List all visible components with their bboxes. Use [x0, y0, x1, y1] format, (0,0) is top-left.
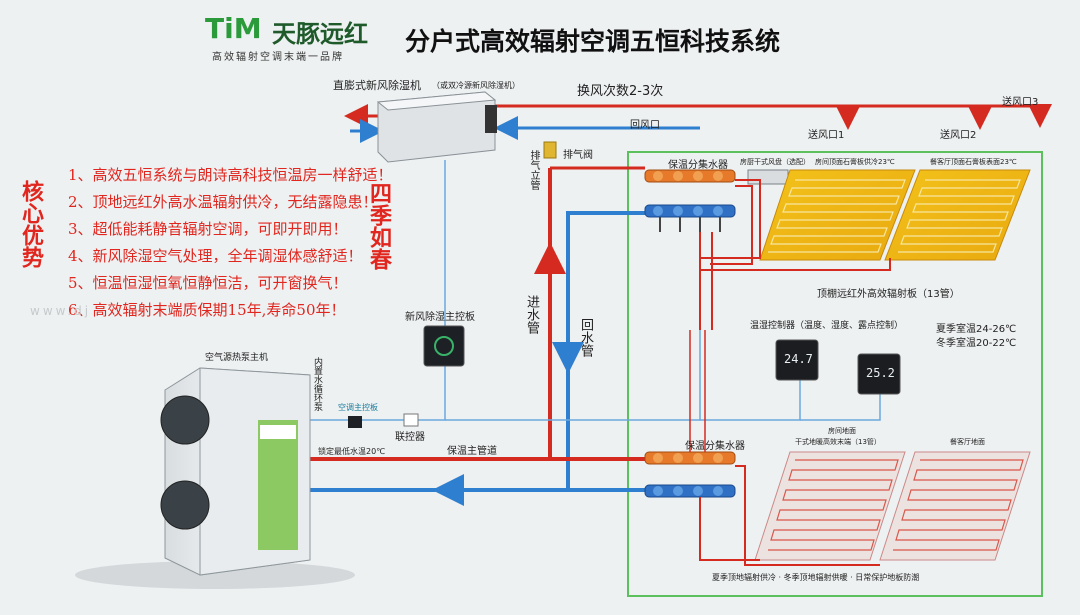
floor-room-label: 房间地面 — [828, 427, 856, 435]
fresh-air-unit-graphic — [376, 91, 497, 163]
ceiling-dining-label: 餐客厅顶面石膏板表面23℃ — [930, 158, 1017, 166]
winter-temp-label: 冬季室温20-22℃ — [936, 338, 1017, 349]
manifold-top-label: 保温分集水器 — [668, 160, 728, 171]
air-change-label: 换风次数2-3次 — [577, 84, 664, 99]
ceiling-room-label: 房间顶面石膏板供冷23℃ — [815, 158, 895, 166]
supply-vent-1-label: 送风口1 — [808, 130, 845, 141]
ac-controller-label: 空调主控板 — [338, 403, 378, 412]
ceiling-panel-label: 顶棚远红外高效辐射板（13管） — [817, 289, 960, 300]
benefit-item: 4、新风除湿空气处理，全年调湿体感舒适！ — [68, 247, 363, 265]
benefit-item: 6、高效辐射末端质保期15年,寿命50年！ — [68, 301, 346, 319]
benefit-item: 3、超低能耗静音辐射空调，可即开即用！ — [68, 220, 348, 238]
thermostat-label: 温湿控制器（温度、湿度、露点控制） — [750, 321, 904, 331]
exhaust-pipe-label: 排气立管 — [528, 150, 539, 190]
manifold-bottom-label: 保温分集水器 — [685, 441, 745, 452]
system-frame — [627, 151, 1043, 597]
benefit-item: 1、高效五恒系统与朗诗高科技恒温房一样舒适！ — [68, 166, 393, 184]
fresh-air-unit-note: （或双冷源新风除湿机） — [432, 81, 520, 90]
fan-coil-label: 房厨干式风盘（选配） — [740, 158, 810, 166]
footer-caption: 夏季顶地辐射供冷 · 冬季顶地辐射供暖 · 日常保护地板防潮 — [712, 573, 920, 582]
fresh-air-controller-label: 新风除湿主控板 — [405, 312, 475, 323]
ceiling-panels — [759, 169, 1031, 261]
thermostat-graphics — [775, 339, 901, 395]
benefit-item: 2、顶地远红外高水温辐射供冷，无结露隐患！ — [68, 193, 378, 211]
watermark: www.dj — [30, 304, 92, 318]
benefit-item: 5、恒温恒湿恒氧恒静恒洁，可开窗换气！ — [68, 274, 348, 292]
floor-terminal-label: 干式地暖高效末端（13管） — [795, 438, 881, 446]
main-pipe-label: 保温主管道 — [447, 446, 497, 457]
brand-name: 天豚远红 — [272, 20, 368, 48]
exhaust-valve-label: 排气阀 — [563, 150, 593, 161]
brand-logo: TiM — [205, 12, 262, 45]
return-pipe-label: 回水管 — [578, 318, 593, 357]
supply-vent-2-label: 送风口2 — [940, 130, 977, 141]
lock-temp-label: 锁定最低水温20℃ — [318, 447, 386, 456]
summer-temp-label: 夏季室温24-26℃ — [936, 324, 1017, 335]
brand-slogan: 高效辐射空调末端一品牌 — [212, 52, 344, 63]
side-label-left: 核心优势 — [18, 180, 44, 268]
return-vent-label: 回风口 — [630, 120, 660, 131]
page-title: 分户式高效辐射空调五恒科技系统 — [405, 27, 781, 56]
manifold-top-graphic — [644, 169, 736, 232]
floor-dining-label: 餐客厅地面 — [950, 438, 985, 446]
supply-vent-3-label: 送风口3 — [1002, 97, 1039, 108]
floor-panels — [754, 451, 1031, 561]
manifold-bottom-graphic — [644, 451, 736, 498]
linkage-controller-label: 联控器 — [395, 432, 425, 443]
internal-pump-label: 内置水循环泵 — [312, 357, 322, 411]
side-label-right: 四季如春 — [366, 182, 392, 270]
heat-pump-graphic — [75, 367, 355, 589]
inlet-pipe-label: 进水管 — [524, 295, 539, 334]
logo-mark: TiM — [205, 12, 262, 45]
heat-pump-label: 空气源热泵主机 — [205, 353, 269, 363]
thermostat-display-1: 24.7 — [784, 352, 813, 366]
thermostat-display-2: 25.2 — [866, 366, 895, 380]
fresh-air-unit-label: 直膨式新风除湿机 — [333, 79, 421, 92]
